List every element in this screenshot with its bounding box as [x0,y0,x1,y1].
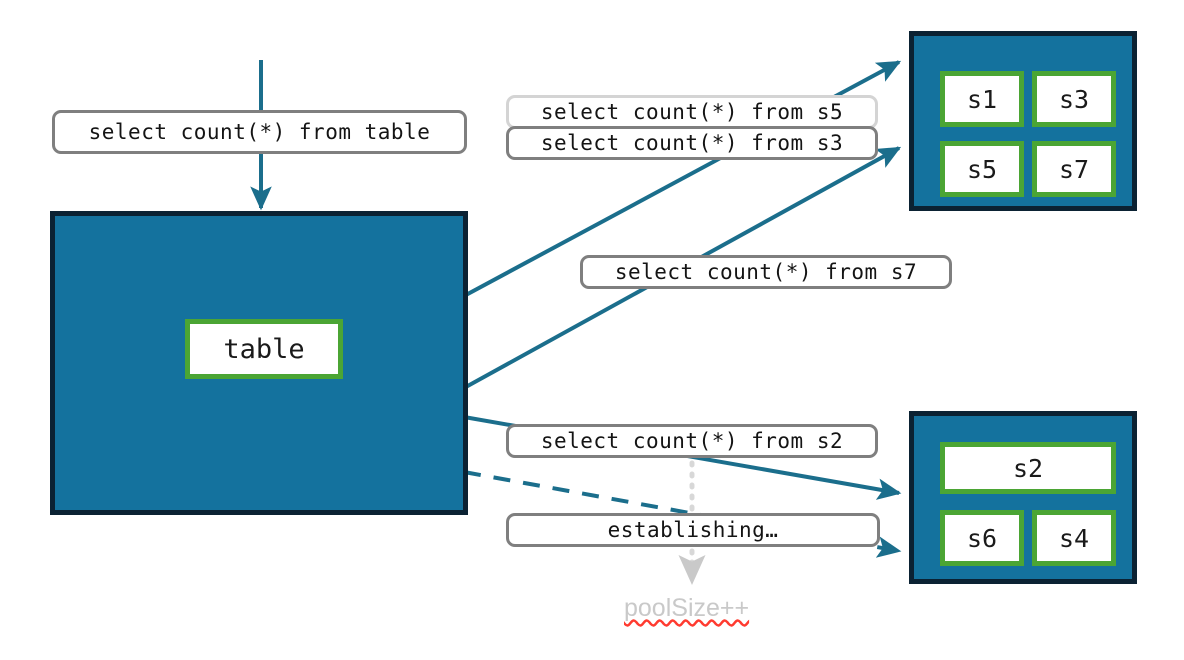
label-query-s3[interactable]: select count(*) from s3 [506,126,878,160]
node-s1-label: s1 [966,84,998,114]
node-s1[interactable]: s1 [940,71,1024,127]
main-pool[interactable]: table [50,211,468,515]
label-entry-query[interactable]: select count(*) from table [52,110,467,154]
node-s7[interactable]: s7 [1032,141,1116,197]
label-query-s2[interactable]: select count(*) from s2 [506,424,878,458]
node-s3-label: s3 [1058,84,1090,114]
server-pool-bottom[interactable]: s2 s6 s4 [909,411,1137,584]
node-s5-label: s5 [966,154,998,184]
label-query-s5[interactable]: select count(*) from s5 [506,95,878,129]
node-s7-label: s7 [1058,154,1090,184]
label-query-s7-text: select count(*) from s7 [614,260,918,284]
label-establishing[interactable]: establishing… [506,513,880,547]
server-pool-top[interactable]: s1 s3 s5 s7 [909,31,1137,211]
node-table-label: table [223,333,305,365]
pool-size-note: poolSize++ [624,594,749,623]
label-establishing-text: establishing… [607,518,779,542]
node-s3[interactable]: s3 [1032,71,1116,127]
label-entry-query-text: select count(*) from table [88,120,431,144]
node-s4[interactable]: s4 [1032,510,1116,566]
node-s4-label: s4 [1058,523,1090,553]
label-query-s3-text: select count(*) from s3 [540,131,844,155]
node-s2[interactable]: s2 [940,442,1116,494]
node-s6[interactable]: s6 [940,510,1024,566]
label-query-s7[interactable]: select count(*) from s7 [580,255,952,289]
node-s6-label: s6 [966,523,998,553]
node-s5[interactable]: s5 [940,141,1024,197]
node-s2-label: s2 [1012,453,1044,483]
label-query-s5-text: select count(*) from s5 [540,100,844,124]
pool-size-note-text: poolSize++ [624,594,750,622]
node-table[interactable]: table [185,319,343,379]
label-query-s2-text: select count(*) from s2 [540,429,844,453]
